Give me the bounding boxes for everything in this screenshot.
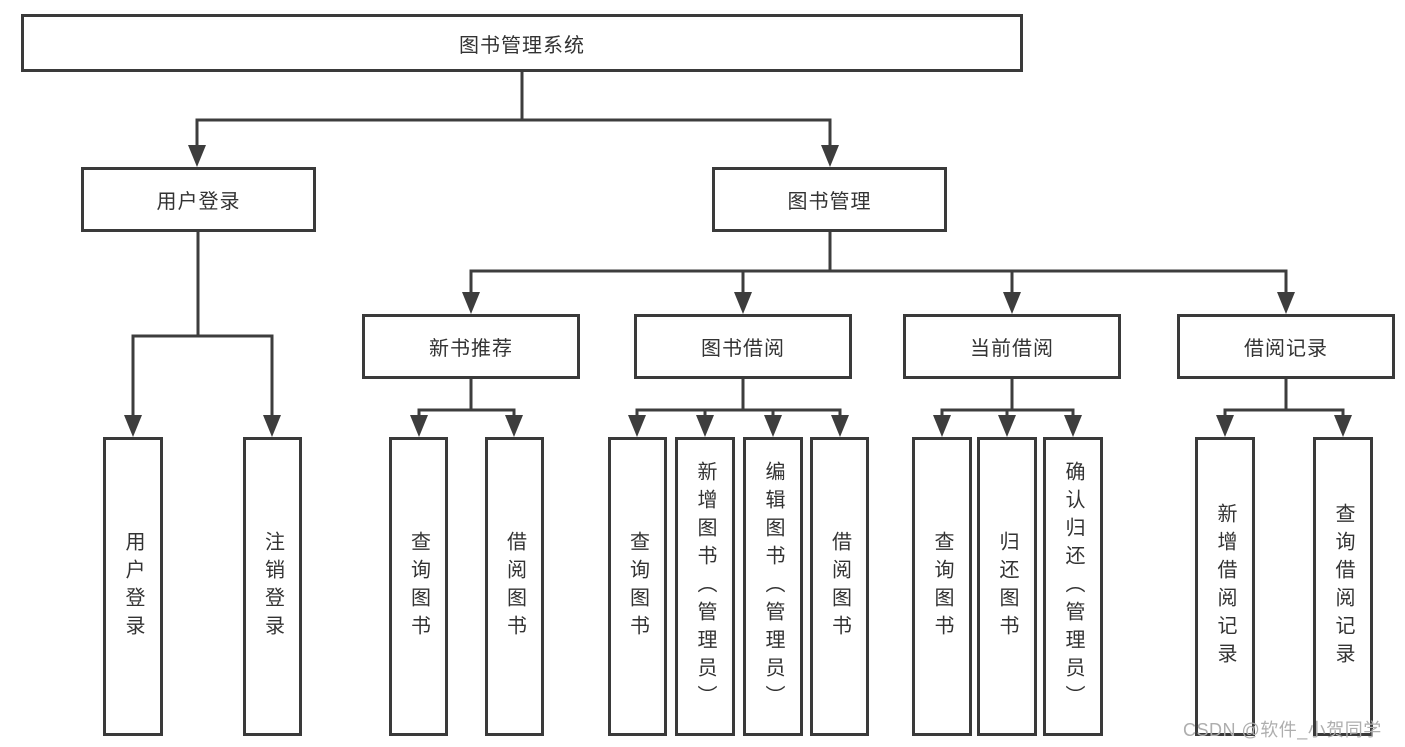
node-label: 借阅图书	[503, 530, 526, 643]
leaf-user-login: 用户登录	[103, 437, 163, 736]
leaf-borrow-books-2: 借阅图书	[810, 437, 869, 736]
node-root-system: 图书管理系统	[21, 14, 1023, 72]
node-label: 图书管理	[787, 191, 872, 213]
arrowhead-icon	[1216, 415, 1234, 437]
leaf-edit-books-admin: 编辑图书（管理员）	[743, 437, 803, 736]
node-label: 查询借阅记录	[1332, 502, 1354, 671]
arrowhead-icon	[1334, 415, 1352, 437]
node-label: 编辑图书（管理员）	[762, 460, 784, 713]
leaf-borrow-books-1: 借阅图书	[485, 437, 544, 736]
arrowhead-icon	[998, 415, 1016, 437]
arrowhead-icon	[628, 415, 646, 437]
arrowhead-icon	[734, 292, 752, 314]
leaf-confirm-return-admin: 确认归还（管理员）	[1043, 437, 1103, 736]
arrowhead-icon	[263, 415, 281, 437]
arrowhead-icon	[1277, 292, 1295, 314]
node-label: 用户登录	[122, 530, 144, 643]
arrowhead-icon	[124, 415, 142, 437]
arrowhead-icon	[696, 415, 714, 437]
node-label: 图书管理系统	[459, 34, 585, 57]
arrowhead-icon	[1064, 415, 1082, 437]
node-book-borrowing: 图书借阅	[634, 314, 852, 379]
node-label: 新增借阅记录	[1214, 502, 1236, 671]
node-book-management: 图书管理	[712, 167, 947, 232]
leaf-logout: 注销登录	[243, 437, 302, 736]
node-label: 查询图书	[407, 530, 430, 643]
arrowhead-icon	[462, 292, 480, 314]
node-label: 查询图书	[626, 530, 649, 643]
leaf-query-borrow-record: 查询借阅记录	[1313, 437, 1373, 736]
node-label: 注销登录	[261, 530, 284, 643]
leaf-query-books-3: 查询图书	[912, 437, 972, 736]
leaf-return-books: 归还图书	[977, 437, 1037, 736]
leaf-query-books-1: 查询图书	[389, 437, 448, 736]
node-new-book-recommend: 新书推荐	[362, 314, 580, 379]
leaf-query-books-2: 查询图书	[608, 437, 667, 736]
leaf-add-borrow-record: 新增借阅记录	[1195, 437, 1255, 736]
arrowhead-icon	[1003, 292, 1021, 314]
node-label: 归还图书	[996, 530, 1018, 643]
node-borrowing-records: 借阅记录	[1177, 314, 1395, 379]
arrowhead-icon	[764, 415, 782, 437]
node-label: 新增图书（管理员）	[694, 460, 716, 713]
arrowhead-icon	[831, 415, 849, 437]
node-label: 用户登录	[156, 191, 241, 213]
arrowhead-icon	[188, 145, 206, 167]
node-label: 借阅图书	[828, 530, 851, 643]
arrowhead-icon	[933, 415, 951, 437]
csdn-watermark: CSDN @软件_小贺同学	[1183, 720, 1382, 740]
node-label: 确认归还（管理员）	[1062, 460, 1084, 713]
node-current-borrowing: 当前借阅	[903, 314, 1121, 379]
node-label: 新书推荐	[429, 338, 513, 360]
node-user-login: 用户登录	[81, 167, 316, 232]
node-label: 当前借阅	[970, 338, 1054, 360]
leaf-add-books-admin: 新增图书（管理员）	[675, 437, 735, 736]
arrowhead-icon	[505, 415, 523, 437]
node-label: 图书借阅	[701, 338, 785, 360]
arrowhead-icon	[410, 415, 428, 437]
arrowhead-icon	[821, 145, 839, 167]
node-label: 查询图书	[931, 530, 953, 643]
node-label: 借阅记录	[1244, 338, 1328, 360]
